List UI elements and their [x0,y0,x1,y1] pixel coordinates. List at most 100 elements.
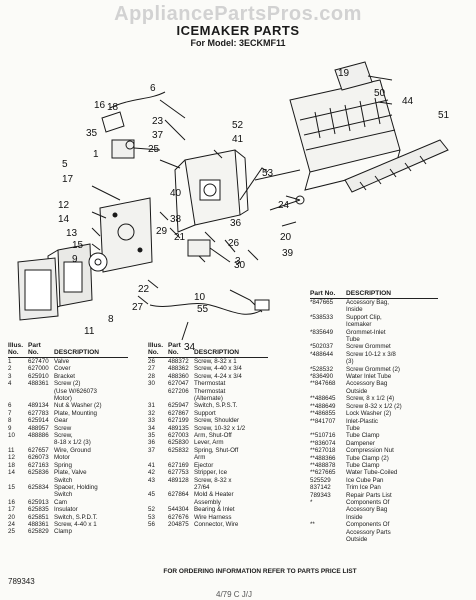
table-cell: 18 [8,461,15,469]
table-cell [310,321,346,328]
table-cell: 627199 [168,417,189,425]
table-cell: Arm [194,454,206,462]
table-cell: 31 [148,402,155,410]
table-cell: Lock Washer (2) [346,410,392,418]
callout: 5 [62,159,68,170]
table-cell: Screw, 8-32 x 1 [194,358,237,365]
callout: 36 [230,218,242,229]
table-cell: 837142 [310,484,331,492]
table-cell: 488372 [168,358,189,365]
table-cell: *835649 [310,328,334,336]
table-row: Icemaker [310,321,438,328]
table-cell: **488645 [310,395,336,403]
table-cell: Inside [346,513,363,521]
table-cell: **836074 [310,439,336,447]
callout: 51 [438,110,450,121]
callout: 10 [194,292,206,303]
table-cell: 627753 [168,469,189,477]
table-cell: Water Tube-Coiled [346,469,398,477]
table-cell: 32 [148,409,155,417]
table-cell [148,454,168,461]
table-cell: *538533 [310,313,334,321]
callout: 12 [58,200,70,211]
catalog-number: 789343 [8,577,35,586]
table-row: 8-18 x 1/2 (3) [8,439,128,446]
table-cell: Screw 8-32 x 1/2 (2) [346,402,402,410]
table-cell: 20 [8,513,15,521]
table-cell: 489134 [28,402,49,410]
table-cell: 43 [148,476,155,484]
table-cell [310,514,346,521]
table-cell: 627163 [28,461,49,469]
table-cell: 625914 [28,417,49,425]
table-cell: Switch [54,476,73,484]
table-cell: 625851 [28,513,49,521]
table-cell [168,484,194,491]
table-cell: 11 [8,446,15,454]
table-cell: 625913 [28,498,49,506]
table-cell: 56 [148,520,155,528]
mounting-plate [99,197,153,273]
table-cell: 625830 [168,439,189,447]
table-cell: 626073 [28,454,49,462]
table-row: Outside [310,536,438,543]
table-cell: 625832 [168,446,189,454]
table-row: Switch [8,477,128,484]
table-cell [8,439,28,446]
table-cell: 625829 [28,528,49,536]
table-cell: 15 [8,483,15,491]
table-cell: Trim Ice Pan [346,484,381,492]
callout: 22 [138,284,150,295]
table-cell [28,395,54,402]
ice-stripper [344,139,449,193]
table-cell: 6 [8,402,12,410]
table-cell: Clamp [54,528,72,536]
table-cell: 28 [148,372,155,380]
watermark: AppliancePartsPros.com [114,3,362,25]
table-cell: 625835 [28,506,49,514]
table-cell: 30 [148,380,155,388]
col-illus-no: Illus. No. [8,342,24,356]
table-cell: Thermostat [194,387,226,395]
table-cell: **488649 [310,402,336,410]
table-cell: 204875 [168,520,189,528]
table-cell: (3) [346,358,354,366]
table-cell: 7 [8,409,12,417]
switch [187,239,211,257]
table-cell: Motor) [54,395,72,403]
col-description: DESCRIPTION [54,349,100,356]
callout: 30 [234,260,246,271]
table-cell: Outside [346,387,368,395]
table-cell: 488957 [28,424,49,432]
table-row: 27/64 [148,484,268,491]
table-cell: (Use W/626073 [54,387,97,395]
table-cell: 33 [148,417,155,425]
table-row: Inside [310,306,438,313]
table-cell: Outside [346,536,368,543]
table-cell [310,336,346,343]
table-cell: **841707 [310,417,336,425]
table-row: Arm [148,454,268,461]
table-row: (3) [310,358,438,365]
table-cell: Screw, 10-32 x 1/2 [194,424,246,432]
table-cell: Wire Harness [194,513,232,521]
table-cell: *502037 [310,343,334,351]
table-cell: Accessory Parts [346,528,391,536]
table-row: 837142 Trim Ice Pan [310,484,438,491]
model-subtitle: For Model: 3ECKMF11 [190,38,286,48]
wire-harness [149,303,263,315]
